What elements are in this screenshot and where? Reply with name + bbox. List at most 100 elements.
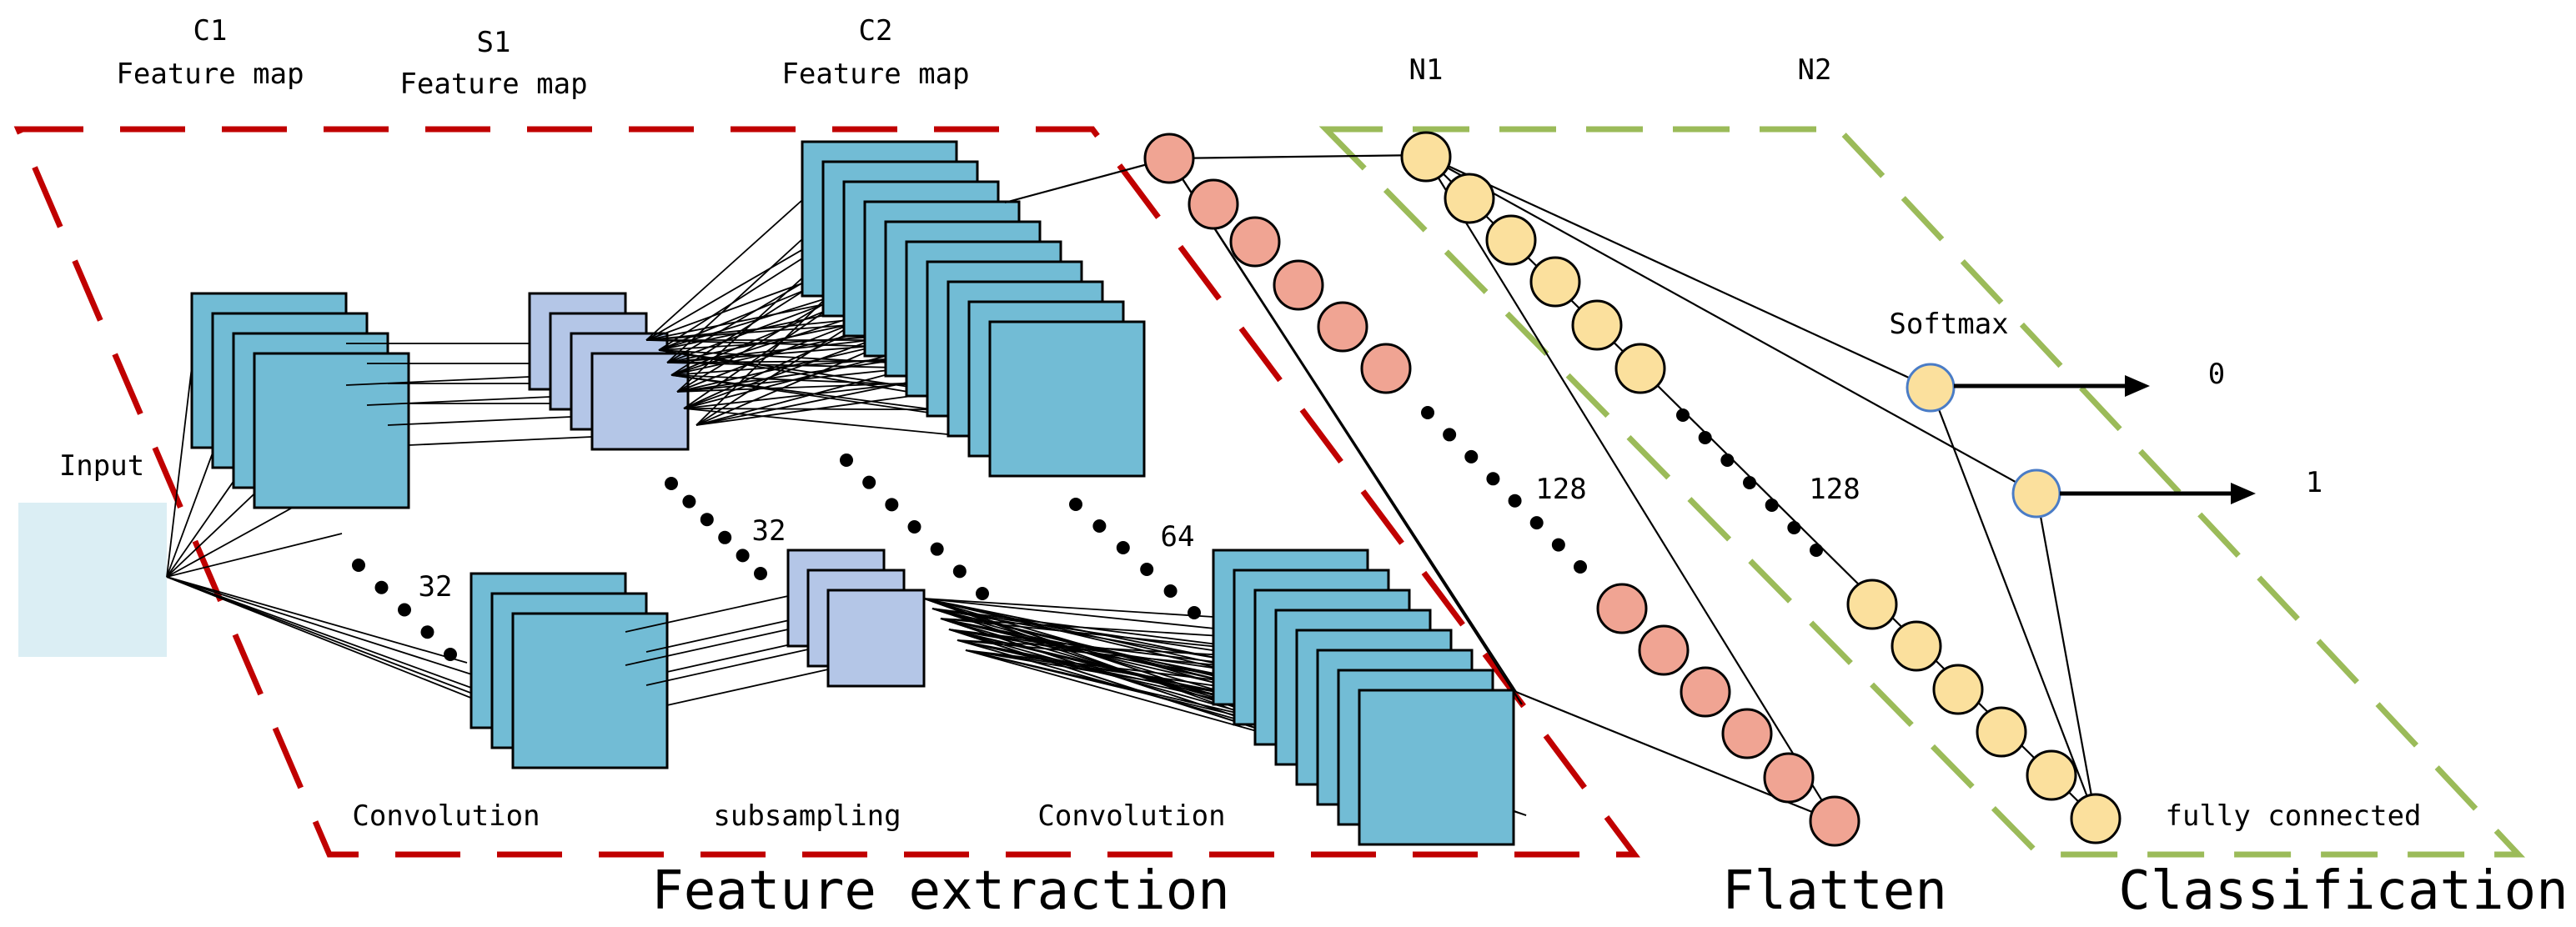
- c1-to-s1-connections: [345, 343, 829, 706]
- c1-title: C1: [193, 14, 228, 48]
- convolution-label-1: Convolution: [352, 799, 540, 833]
- flatten-neuron-7: [1596, 583, 1648, 634]
- c2-upper-stack: [801, 140, 1146, 478]
- s1-ellipsis-dot-2: [682, 494, 696, 509]
- flatten-neuron-12: [1809, 795, 1860, 847]
- subsampling-label: subsampling: [713, 799, 901, 833]
- n2-count: 128: [1809, 473, 1860, 506]
- c1-s1-connection-6: [387, 416, 572, 426]
- c1-s1-connection-11: [645, 615, 809, 653]
- s1-ellipsis-dot-5: [736, 549, 750, 563]
- input-connection-1: [166, 366, 193, 578]
- s1-ellipsis-dot-6: [754, 567, 767, 580]
- c1-s1-connection-4: [366, 396, 551, 406]
- input-label: Input: [59, 449, 144, 483]
- s1-ellipsis-dot-4: [718, 530, 732, 544]
- c1-s1-connection-8: [408, 436, 593, 446]
- flatten-neuron-3: [1229, 216, 1281, 268]
- c1-s1-connection-12: [645, 649, 809, 686]
- c2-ellipsis-dot-6: [952, 564, 967, 579]
- s1-count: 32: [752, 514, 786, 548]
- output-arrowhead-0: [2125, 375, 2150, 397]
- edge-c2-lower-to-flatten: [1168, 158, 1523, 705]
- c2-ellipsis-dot-5: [930, 542, 944, 556]
- s1-ellipsis-dot-1: [665, 477, 678, 490]
- fc-neuron-12: [2070, 793, 2122, 844]
- s1-c2-connection-10: [666, 338, 886, 363]
- flatten-neuron-2: [1188, 178, 1239, 230]
- c1-ellipsis-dot-1: [352, 559, 365, 572]
- s1-lower-stack: [786, 549, 926, 688]
- c2-lower-map-8: [1358, 689, 1515, 846]
- network-edges: [1004, 153, 2097, 823]
- c1-s1-connection-10: [625, 629, 789, 666]
- c1-subtitle: Feature map: [116, 58, 304, 91]
- fc-neuron-3: [1485, 214, 1537, 266]
- n1-count: 128: [1535, 473, 1586, 506]
- s1-c2-connection-16: [658, 349, 949, 399]
- c1-count: 32: [419, 570, 453, 604]
- c1-ellipsis-dot-3: [398, 603, 411, 617]
- classification-region: [1318, 126, 2526, 858]
- convolution-label-2: Convolution: [1037, 799, 1225, 833]
- flatten-neuron-1: [1143, 133, 1195, 184]
- ellipsis-dots: [352, 406, 1823, 661]
- n1-label: N1: [1409, 53, 1444, 87]
- c1-upper-map-4: [253, 352, 410, 509]
- s1-lower-map-3: [826, 589, 926, 688]
- c1-ellipsis-dot-5: [444, 648, 457, 661]
- input-connection-8: [166, 576, 501, 684]
- n2-ellipsis-dot-7: [1810, 544, 1823, 557]
- feature-extraction-title: Feature extraction: [651, 860, 1230, 922]
- fc-neuron-8: [1891, 620, 1942, 672]
- s1-title: S1: [477, 26, 511, 59]
- c1-s1-connection-2: [345, 376, 530, 386]
- output-arrowhead-1: [2231, 483, 2256, 504]
- c2-count: 64: [1161, 520, 1195, 554]
- c2-ellipsis-2-dot-4: [1140, 563, 1154, 576]
- flatten-neuron-11: [1763, 752, 1815, 804]
- input-connection-6: [166, 533, 343, 578]
- s1-c2-connection-69: [923, 598, 1264, 634]
- n2-ellipsis-dot-4: [1743, 476, 1756, 489]
- n1-ellipsis-dot-1: [1421, 406, 1434, 419]
- fc-neuron-7: [1846, 579, 1898, 630]
- n1-ellipsis-dot-5: [1508, 494, 1522, 508]
- s1-c2-connection-1: [645, 199, 803, 341]
- edge-n2-to-softmax0: [1424, 154, 1931, 388]
- s1-subtitle: Feature map: [399, 68, 587, 101]
- feature-extraction-region: [13, 126, 1640, 858]
- c2-lower-stack: [1212, 549, 1515, 846]
- input-connection-7: [166, 576, 468, 664]
- n2-ellipsis-dot-1: [1676, 408, 1690, 422]
- n1-ellipsis-dot-8: [1574, 560, 1587, 574]
- softmax-node-1: [2011, 469, 2061, 519]
- c2-upper-map-10: [988, 320, 1146, 478]
- n1-ellipsis-dot-2: [1443, 428, 1457, 442]
- c2-ellipsis-2-dot-6: [1188, 606, 1201, 619]
- s1-upper-map-4: [590, 352, 690, 451]
- c2-ellipsis-dot-2: [862, 475, 876, 489]
- output-0-label: 0: [2208, 358, 2225, 391]
- flatten-neuron-8: [1638, 624, 1690, 676]
- n2-ellipsis-dot-5: [1765, 499, 1779, 512]
- edge-c2-to-flatten: [1004, 157, 1170, 204]
- s1-c2-connection-12: [676, 358, 907, 393]
- s1-c2-connection-20: [683, 408, 991, 439]
- n2-label: N2: [1798, 53, 1832, 87]
- fc-neuron-4: [1529, 256, 1581, 308]
- flatten-neuron-9: [1680, 666, 1731, 718]
- labels: C1 Feature map S1 Feature map C2 Feature…: [59, 14, 2568, 922]
- input-connection-9: [166, 576, 518, 705]
- softmax-label: Softmax: [1889, 308, 2008, 341]
- s1-upper-stack: [528, 292, 690, 451]
- edge-n2-to-flatten-bottom: [1424, 154, 1835, 822]
- input-box: [18, 503, 167, 657]
- fc-neuron-10: [1976, 706, 2027, 758]
- n2-ellipsis-dot-6: [1787, 521, 1801, 534]
- classification-title: Classification: [2118, 860, 2568, 922]
- c1-lower-map-3: [511, 612, 669, 769]
- flatten-neuron-6: [1360, 343, 1412, 394]
- fc-neuron-2: [1444, 173, 1495, 224]
